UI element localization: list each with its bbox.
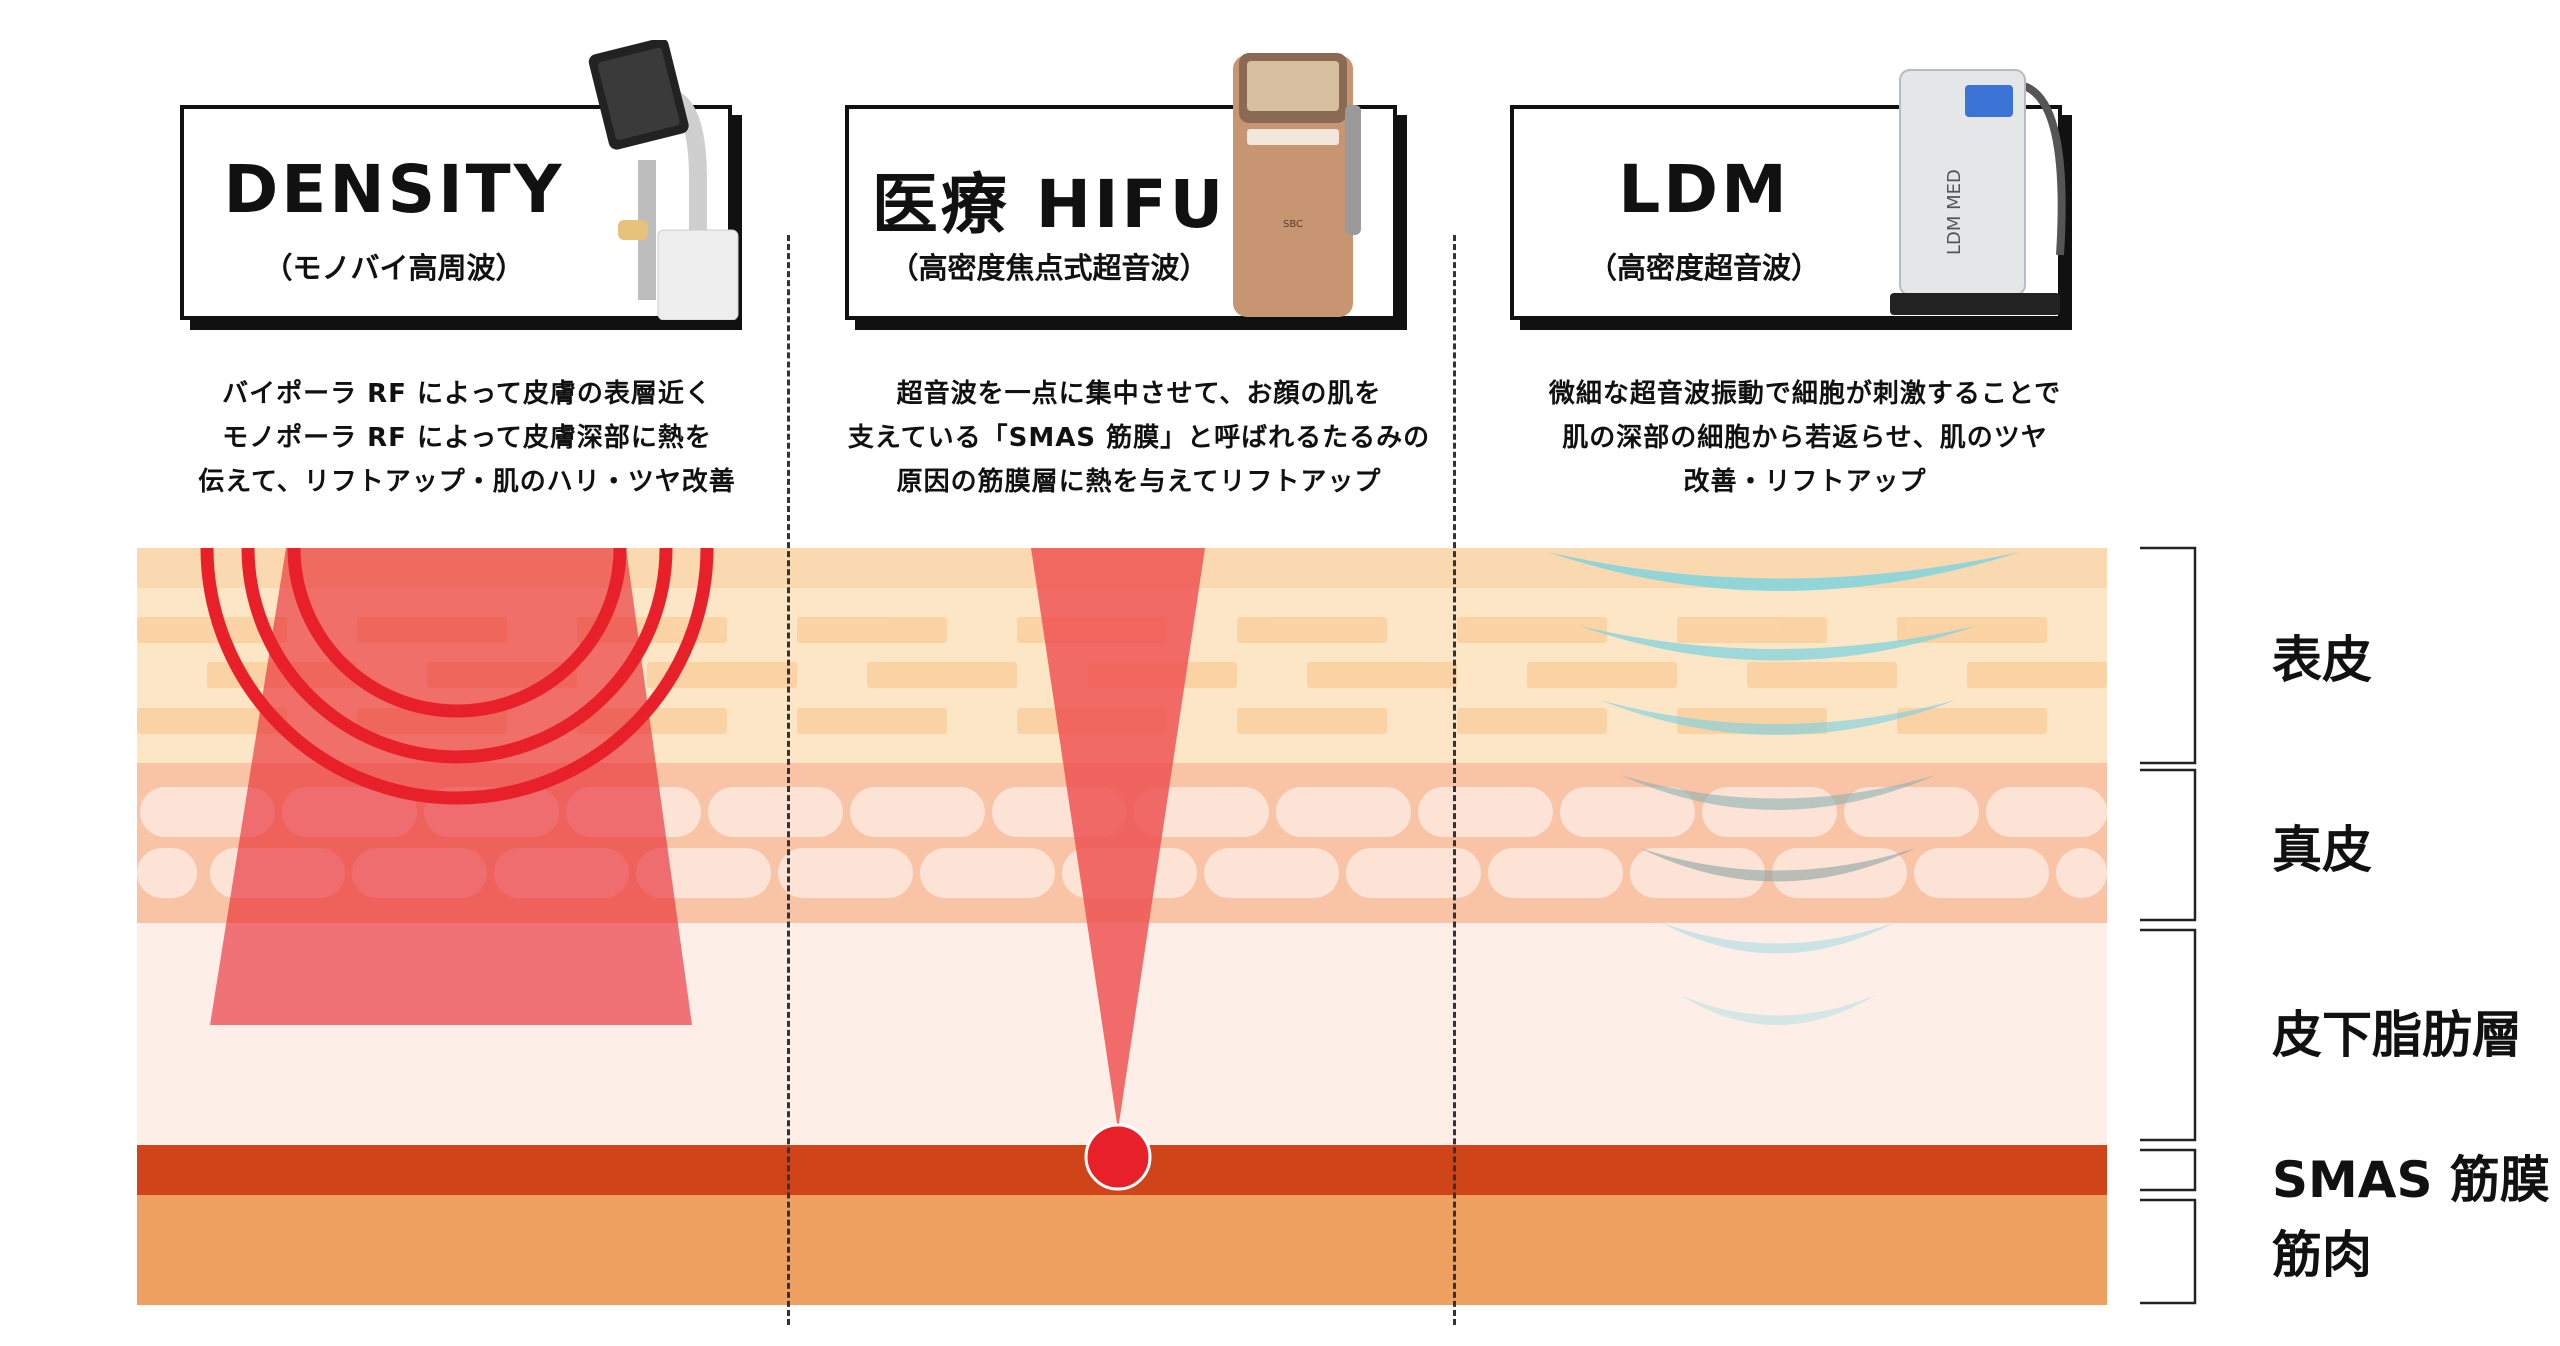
hifu-description: 超音波を一点に集中させて、お顔の肌を 支えている「SMAS 筋膜」と呼ばれるたる… — [789, 372, 1489, 504]
description-line: 微細な超音波振動で細胞が刺激することで — [1548, 379, 2062, 409]
density-rf-beam — [200, 547, 714, 1025]
ldm-ultrasound-waves — [1548, 552, 2020, 1025]
muscle-layer — [137, 1195, 2107, 1305]
device-subtitle: （モノバイ高周波） — [263, 251, 525, 285]
description-line: 超音波を一点に集中させて、お顔の肌を — [896, 379, 1382, 409]
device-name: DENSITY — [223, 151, 565, 228]
hifu-focused-beam — [1031, 548, 1205, 1191]
machine-logo: LDM MED — [1944, 169, 1965, 255]
description-line: 原因の筋膜層に熱を与えてリフトアップ — [896, 467, 1382, 497]
description-line: バイポーラ RF によって皮膚の表層近く — [222, 379, 712, 409]
device-subtitle: （高密度焦点式超音波） — [889, 251, 1209, 285]
layer-label-smas: SMAS 筋膜 — [2272, 1151, 2550, 1209]
layer-label-subcutaneous-fat: 皮下脂肪層 — [2272, 1006, 2522, 1064]
device-name: LDM — [1618, 151, 1790, 228]
layer-label-dermis: 真皮 — [2272, 821, 2372, 879]
description-line: 支えている「SMAS 筋膜」と呼ばれるたるみの — [847, 423, 1431, 453]
layer-brackets — [2140, 546, 2197, 1305]
device-subtitle: （高密度超音波） — [1587, 251, 1820, 285]
ldm-description: 微細な超音波振動で細胞が刺激することで 肌の深部の細胞から若返らせ、肌のツヤ 改… — [1455, 372, 2155, 504]
column-divider — [1453, 235, 1456, 1325]
description-line: 伝えて、リフトアップ・肌のハリ・ツヤ改善 — [198, 467, 736, 497]
density-description: バイポーラ RF によって皮膚の表層近く モノポーラ RF によって皮膚深部に熱… — [117, 372, 817, 504]
layer-label-muscle: 筋肉 — [2272, 1226, 2372, 1284]
layer-label-epidermis: 表皮 — [2272, 631, 2372, 689]
device-name: 医療 HIFU — [871, 166, 1227, 243]
description-line: 肌の深部の細胞から若返らせ、肌のツヤ — [1562, 423, 2048, 453]
description-line: モノポーラ RF によって皮膚深部に熱を — [222, 423, 712, 453]
ldm-machine-image: LDM MED — [1890, 69, 2066, 315]
column-divider — [787, 235, 790, 1325]
density-machine-image — [588, 40, 739, 320]
hifu-machine-image: SBC — [1233, 53, 1361, 317]
machine-logo: SBC — [1283, 219, 1303, 230]
description-line: 改善・リフトアップ — [1683, 467, 1927, 497]
